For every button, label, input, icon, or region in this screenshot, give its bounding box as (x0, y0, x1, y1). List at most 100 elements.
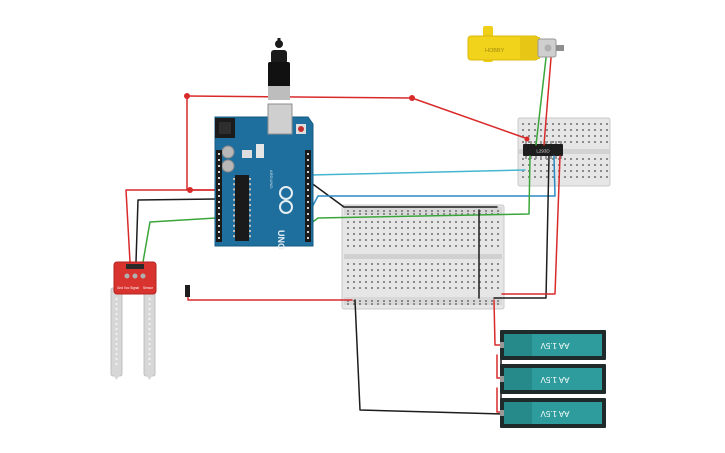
breadboard-hole[interactable] (570, 164, 572, 166)
breadboard-hole[interactable] (413, 210, 415, 212)
breadboard-hole[interactable] (395, 227, 397, 229)
breadboard-hole[interactable] (467, 263, 469, 265)
breadboard-hole[interactable] (347, 239, 349, 241)
breadboard-hole[interactable] (576, 170, 578, 172)
wire-red-top[interactable] (186, 95, 215, 191)
breadboard-hole[interactable] (491, 275, 493, 277)
breadboard-hole[interactable] (365, 275, 367, 277)
breadboard-hole[interactable] (473, 227, 475, 229)
breadboard-hole[interactable] (449, 245, 451, 247)
breadboard-hole[interactable] (576, 135, 578, 137)
header-pin[interactable] (307, 225, 309, 227)
breadboard-hole[interactable] (582, 164, 584, 166)
breadboard-hole[interactable] (347, 275, 349, 277)
breadboard-hole[interactable] (588, 129, 590, 131)
breadboard-hole[interactable] (431, 275, 433, 277)
breadboard-hole[interactable] (389, 233, 391, 235)
breadboard-hole[interactable] (407, 239, 409, 241)
wire-green-sensor-signal[interactable] (142, 217, 217, 263)
breadboard-hole[interactable] (443, 275, 445, 277)
breadboard-hole[interactable] (594, 158, 596, 160)
breadboard-hole[interactable] (491, 210, 493, 212)
header-pin[interactable] (307, 153, 309, 155)
breadboard-hole[interactable] (552, 170, 554, 172)
breadboard-hole[interactable] (606, 176, 608, 178)
breadboard-hole[interactable] (413, 263, 415, 265)
breadboard-hole[interactable] (431, 300, 433, 302)
breadboard-hole[interactable] (377, 281, 379, 283)
breadboard-hole[interactable] (371, 303, 373, 305)
breadboard-hole[interactable] (576, 158, 578, 160)
breadboard-hole[interactable] (347, 281, 349, 283)
breadboard-hole[interactable] (419, 287, 421, 289)
breadboard-hole[interactable] (413, 287, 415, 289)
breadboard-hole[interactable] (425, 239, 427, 241)
breadboard-hole[interactable] (564, 176, 566, 178)
breadboard-hole[interactable] (467, 245, 469, 247)
breadboard-hole[interactable] (371, 210, 373, 212)
breadboard-hole[interactable] (419, 239, 421, 241)
breadboard-hole[interactable] (407, 269, 409, 271)
breadboard-hole[interactable] (371, 239, 373, 241)
breadboard-hole[interactable] (467, 287, 469, 289)
breadboard-hole[interactable] (383, 281, 385, 283)
breadboard-hole[interactable] (600, 123, 602, 125)
breadboard-hole[interactable] (606, 164, 608, 166)
header-pin[interactable] (218, 237, 220, 239)
junction-dot[interactable] (409, 95, 415, 101)
breadboard-hole[interactable] (540, 129, 542, 131)
header-pin[interactable] (218, 231, 220, 233)
breadboard-hole[interactable] (353, 227, 355, 229)
breadboard-hole[interactable] (425, 300, 427, 302)
breadboard-hole[interactable] (377, 233, 379, 235)
header-pin[interactable] (307, 237, 309, 239)
breadboard-hole[interactable] (534, 123, 536, 125)
breadboard-hole[interactable] (570, 158, 572, 160)
breadboard-hole[interactable] (594, 176, 596, 178)
breadboard-hole[interactable] (564, 141, 566, 143)
breadboard-hole[interactable] (582, 129, 584, 131)
breadboard-hole[interactable] (413, 221, 415, 223)
breadboard-hole[interactable] (449, 213, 451, 215)
breadboard-hole[interactable] (485, 239, 487, 241)
breadboard-hole[interactable] (365, 213, 367, 215)
breadboard-hole[interactable] (407, 281, 409, 283)
breadboard-hole[interactable] (407, 263, 409, 265)
wire-black-arduino-bb[interactable] (309, 181, 498, 208)
breadboard-hole[interactable] (377, 275, 379, 277)
breadboard-hole[interactable] (479, 303, 481, 305)
breadboard-hole[interactable] (564, 170, 566, 172)
wire-black-chip-bb[interactable] (493, 155, 550, 299)
breadboard-hole[interactable] (425, 263, 427, 265)
breadboard-hole[interactable] (546, 123, 548, 125)
breadboard-hole[interactable] (443, 239, 445, 241)
breadboard-hole[interactable] (437, 281, 439, 283)
breadboard-hole[interactable] (407, 233, 409, 235)
breadboard-hole[interactable] (540, 164, 542, 166)
breadboard-hole[interactable] (359, 287, 361, 289)
breadboard-hole[interactable] (401, 275, 403, 277)
breadboard-hole[interactable] (443, 210, 445, 212)
header-pin[interactable] (307, 231, 309, 233)
breadboard-hole[interactable] (413, 233, 415, 235)
breadboard-hole[interactable] (497, 233, 499, 235)
breadboard-hole[interactable] (401, 300, 403, 302)
breadboard-hole[interactable] (479, 213, 481, 215)
breadboard-hole[interactable] (473, 210, 475, 212)
breadboard-hole[interactable] (582, 135, 584, 137)
breadboard-hole[interactable] (359, 210, 361, 212)
breadboard-hole[interactable] (407, 227, 409, 229)
breadboard-hole[interactable] (443, 263, 445, 265)
breadboard-hole[interactable] (534, 164, 536, 166)
breadboard-hole[interactable] (365, 221, 367, 223)
breadboard-hole[interactable] (419, 275, 421, 277)
breadboard-hole[interactable] (461, 303, 463, 305)
breadboard-hole[interactable] (552, 129, 554, 131)
breadboard-hole[interactable] (431, 239, 433, 241)
breadboard-hole[interactable] (455, 233, 457, 235)
breadboard-hole[interactable] (522, 123, 524, 125)
breadboard-hole[interactable] (455, 239, 457, 241)
breadboard-hole[interactable] (455, 213, 457, 215)
breadboard-hole[interactable] (606, 170, 608, 172)
breadboard-hole[interactable] (582, 170, 584, 172)
